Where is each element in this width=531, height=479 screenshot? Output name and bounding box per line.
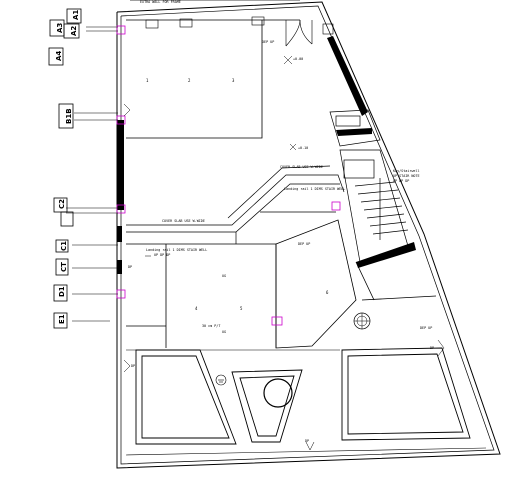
left-wall-opening: [117, 260, 122, 274]
dp-ne: DP: [430, 346, 434, 350]
ug-label-2: UG: [222, 330, 226, 334]
stair-note-1: Kay/Stairwell: [393, 169, 420, 173]
grid-marker-b1b: B1B: [65, 108, 73, 124]
room-number-1: 1: [146, 78, 149, 83]
grid-axis-lines: [66, 26, 118, 322]
note-stair-1: Landing rail 1 DIMS STAIR WELL: [284, 187, 345, 191]
grid-marker-d1: D1: [58, 286, 66, 297]
round-tank: [263, 378, 293, 408]
cover-slab-label-1: COVER SLAB USE W-WIDE: [162, 219, 205, 223]
left-thick-wall: [117, 120, 124, 210]
level-marker-mid: [289, 143, 297, 151]
bottom-setback: [125, 447, 487, 456]
level-mid: +0.10: [298, 146, 308, 150]
sump-label: UG: [222, 274, 226, 278]
dp-left: DP: [128, 265, 132, 269]
grid-marker-c2: C2: [58, 199, 66, 209]
room-number-5: 5: [240, 306, 243, 311]
dp-mid: DEP UP: [298, 242, 310, 246]
grid-marker-ct: CT: [60, 262, 68, 272]
level-top: +0.00: [293, 57, 303, 61]
note-landing: Landing rail 1 DIMS STAIR WELL: [146, 248, 207, 252]
room-middle: [126, 219, 437, 349]
level-marker-top: [283, 55, 293, 65]
stair-note-3: UP DP DP: [393, 179, 409, 183]
ug-label: 30 cm P/T: [202, 324, 220, 328]
site-boundary: [116, 1, 501, 469]
flow-arrows: [123, 103, 445, 451]
room-top-left: [126, 19, 300, 139]
corridor: [126, 165, 345, 244]
grid-marker-a3: A3: [56, 23, 64, 33]
room-lower-right: [341, 347, 471, 441]
dp-bottom: DP: [305, 439, 309, 443]
grid-marker-a1: A1: [72, 10, 80, 20]
top-strip-label: EXTRA WALL FOR FRAME: [140, 0, 181, 4]
room-lower-left: [135, 349, 237, 445]
grid-marker-a2: A2: [70, 26, 78, 36]
room-number-6: 6: [326, 290, 329, 295]
earthing-symbol: [215, 374, 227, 386]
door-swing: [285, 19, 313, 47]
dp-right: DEP UP: [420, 326, 432, 330]
room-number-2: 2: [188, 78, 191, 83]
room-number-4: 4: [195, 306, 198, 311]
grid-marker-e1: E1: [58, 314, 66, 324]
stair-thick-wall-2: [336, 128, 372, 136]
entrance-label: ENT: [117, 234, 121, 240]
ne-thick-wall: [327, 36, 368, 116]
column-markers: [116, 25, 341, 326]
dp-nw: DP: [131, 364, 135, 368]
grid-marker-group-top: [48, 8, 82, 329]
room-number-3: 3: [232, 78, 235, 83]
grid-marker-a4: A4: [55, 51, 63, 61]
top-wall-strip: [130, 0, 334, 35]
grid-marker-c1: C1: [60, 241, 68, 251]
dp-top: DEP UP: [262, 40, 274, 44]
note-landing-2: UP DP DP: [154, 253, 170, 257]
room-lower-mid: [231, 369, 303, 443]
left-wall-lower: [117, 226, 122, 242]
stair-thick-wall: [356, 242, 416, 268]
cover-slab-label-2: COVER SLAB USE W-WIDE: [280, 165, 323, 169]
stair-note-2: UP STAIR NOTE: [393, 174, 420, 178]
